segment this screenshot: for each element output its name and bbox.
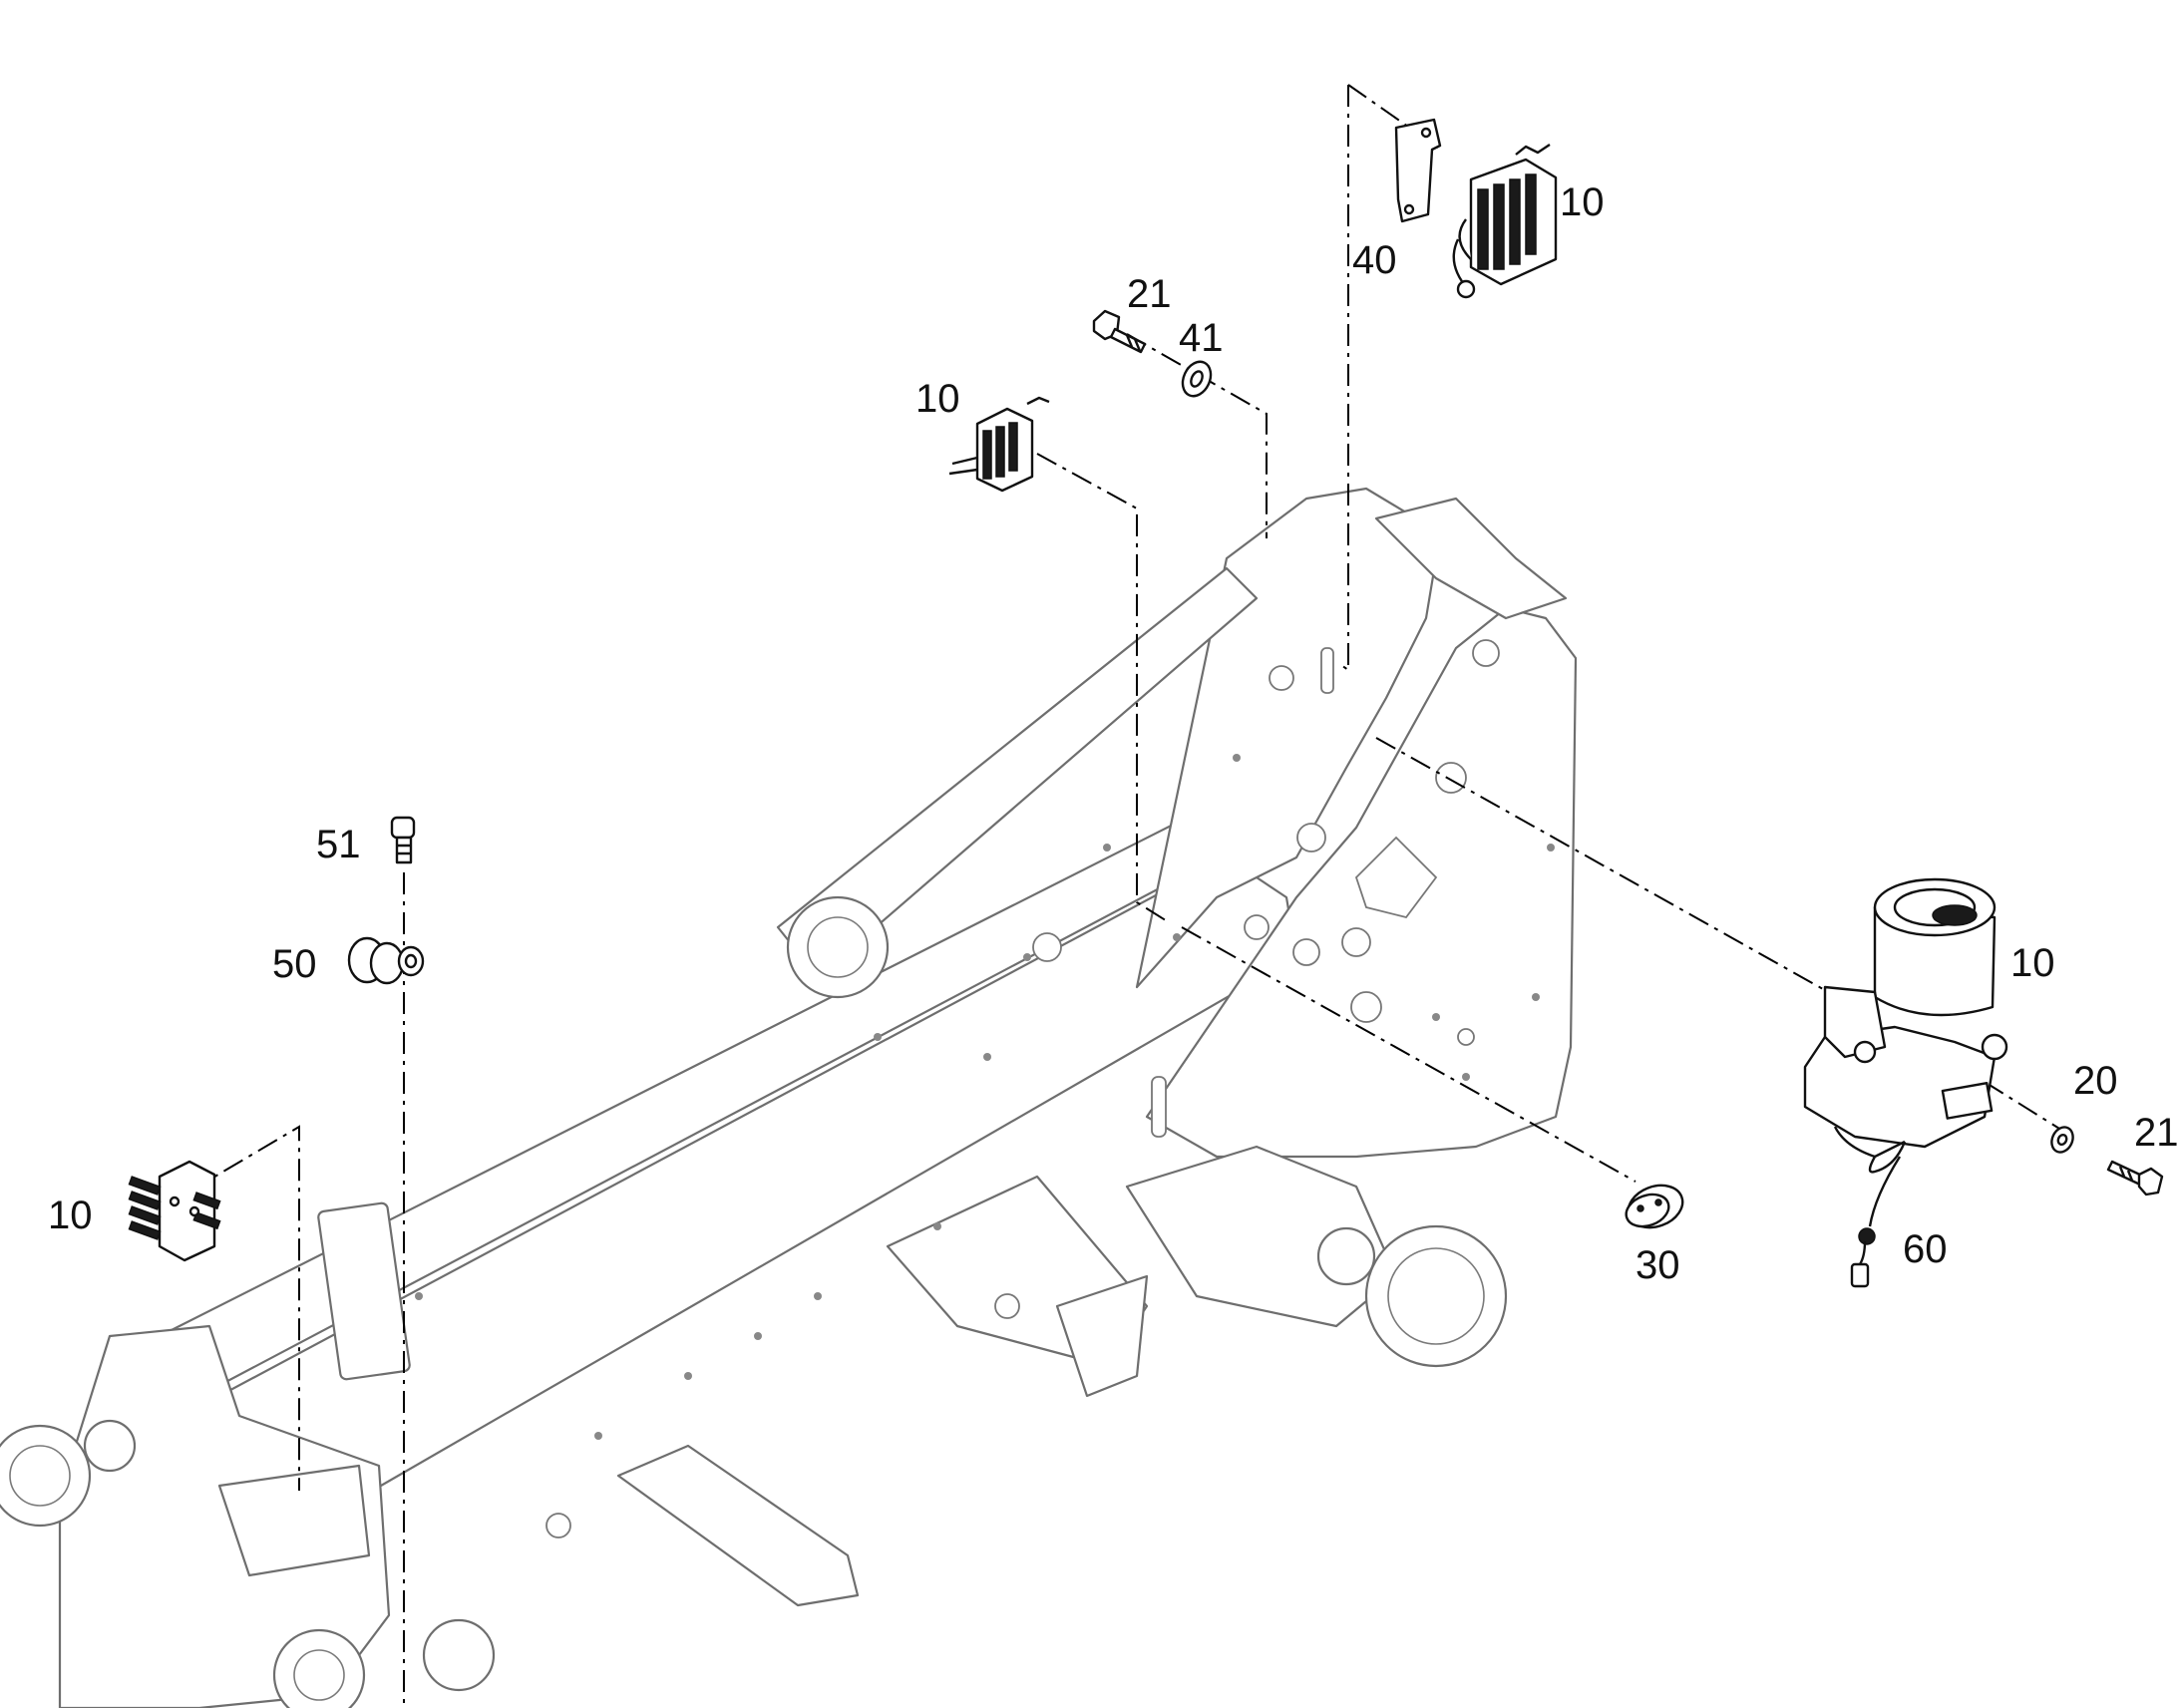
callout-30: 30 — [1635, 1243, 1680, 1287]
connector-block-part-10-top — [1452, 144, 1558, 299]
callout-10-mid: 10 — [915, 377, 960, 421]
bracket-plate-part-40 — [1394, 118, 1442, 223]
connector-block-part-10-left — [128, 1160, 221, 1262]
front-axle — [1125, 1145, 1508, 1368]
callout-10-top: 10 — [1560, 180, 1605, 224]
bushing-part-50 — [347, 936, 425, 985]
washer-part-41 — [1181, 360, 1213, 398]
bolt-part-21-right — [2106, 1160, 2164, 1196]
callout-41: 41 — [1179, 316, 1224, 360]
callout-21-top: 21 — [1127, 272, 1172, 316]
actuator-unit-part-10-right — [1803, 877, 2008, 1159]
callout-10-left: 10 — [48, 1194, 93, 1237]
cable-part-60 — [1850, 1140, 1907, 1288]
washer-part-20 — [2050, 1126, 2074, 1154]
bolt-part-21-top — [1092, 309, 1147, 354]
callout-21-right: 21 — [2134, 1111, 2179, 1155]
chassis-frame — [0, 487, 1578, 1708]
callout-20: 20 — [2073, 1059, 2118, 1103]
plug-part-30 — [1625, 1184, 1684, 1229]
screw-part-51 — [390, 816, 416, 864]
rear-axle — [0, 1419, 496, 1708]
connector-block-part-10-mid — [948, 396, 1050, 493]
callout-10-right: 10 — [2010, 941, 2055, 985]
callout-60: 60 — [1903, 1227, 1948, 1271]
callout-40: 40 — [1352, 238, 1397, 282]
callout-50: 50 — [272, 942, 317, 986]
callout-51: 51 — [316, 823, 361, 866]
callout-labels: 10 40 21 41 10 51 50 10 10 20 21 30 60 — [48, 180, 2179, 1287]
